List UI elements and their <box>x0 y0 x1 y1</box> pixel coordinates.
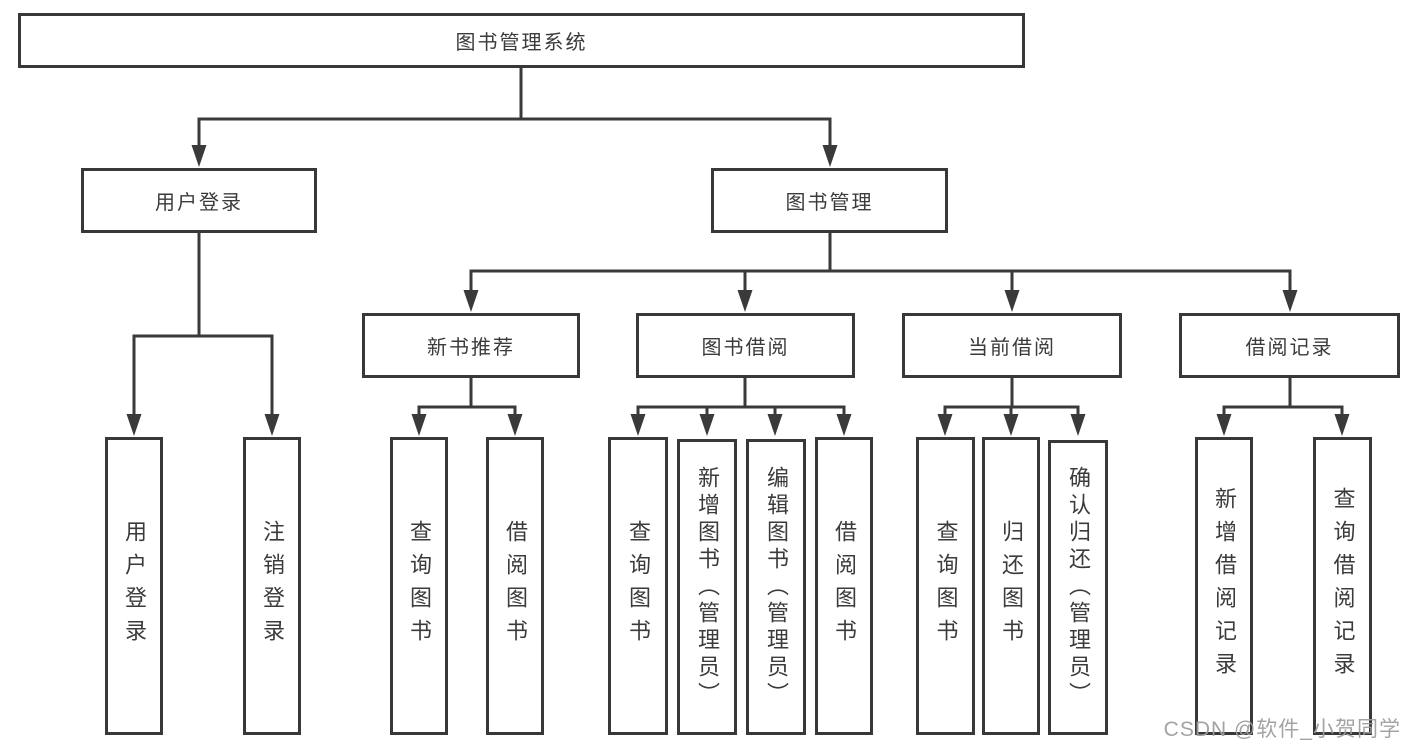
node-user-login: 用户登录 <box>81 168 317 233</box>
leaf-query-borrow-record: 查询借阅记录 <box>1313 437 1372 735</box>
node-label: 图书借阅 <box>701 337 790 359</box>
leaf-user-login: 用户登录 <box>105 437 163 735</box>
leaf-query-books-current: 查询图书 <box>916 437 975 735</box>
node-current-borrow: 当前借阅 <box>902 313 1122 378</box>
leaf-label: 借阅图书 <box>832 520 857 652</box>
node-book-management: 图书管理 <box>711 168 948 233</box>
leaf-borrow-books-recommend: 借阅图书 <box>486 437 544 735</box>
leaf-label: 查询图书 <box>626 520 651 652</box>
node-label: 图书管理系统 <box>455 32 588 54</box>
leaf-query-books-recommend: 查询图书 <box>390 437 448 735</box>
leaf-add-books-admin: 新增图书（管理员） <box>677 439 737 735</box>
leaf-logout: 注销登录 <box>243 437 301 735</box>
leaf-label: 新增图书（管理员） <box>695 465 720 709</box>
leaf-confirm-return-admin: 确认归还（管理员） <box>1048 440 1108 735</box>
node-label: 当前借阅 <box>968 337 1056 359</box>
node-new-book-recommend: 新书推荐 <box>362 313 580 378</box>
leaf-label: 借阅图书 <box>503 520 528 652</box>
node-label: 借阅记录 <box>1245 337 1334 359</box>
node-label: 图书管理 <box>785 192 874 214</box>
leaf-add-borrow-record: 新增借阅记录 <box>1195 437 1253 735</box>
watermark-text: CSDN @软件_小贺同学 <box>1163 718 1401 741</box>
leaf-return-books: 归还图书 <box>982 437 1040 735</box>
node-label: 用户登录 <box>155 192 243 214</box>
leaf-label: 用户登录 <box>122 520 147 652</box>
leaf-label: 查询借阅记录 <box>1330 487 1356 685</box>
node-label: 新书推荐 <box>427 337 515 359</box>
node-borrow-records: 借阅记录 <box>1179 313 1400 378</box>
leaf-label: 新增借阅记录 <box>1212 487 1237 685</box>
leaf-label: 查询图书 <box>933 520 959 652</box>
leaf-edit-books-admin: 编辑图书（管理员） <box>746 439 806 735</box>
node-book-borrow: 图书借阅 <box>636 313 855 378</box>
leaf-query-books-borrow: 查询图书 <box>608 437 668 735</box>
leaf-label: 归还图书 <box>999 520 1024 652</box>
leaf-label: 查询图书 <box>407 520 432 652</box>
leaf-label: 编辑图书（管理员） <box>764 465 789 709</box>
node-library-system: 图书管理系统 <box>18 13 1025 68</box>
leaf-label: 注销登录 <box>260 520 285 652</box>
leaf-label: 确认归还（管理员） <box>1066 466 1091 709</box>
leaf-borrow-books: 借阅图书 <box>815 437 873 735</box>
